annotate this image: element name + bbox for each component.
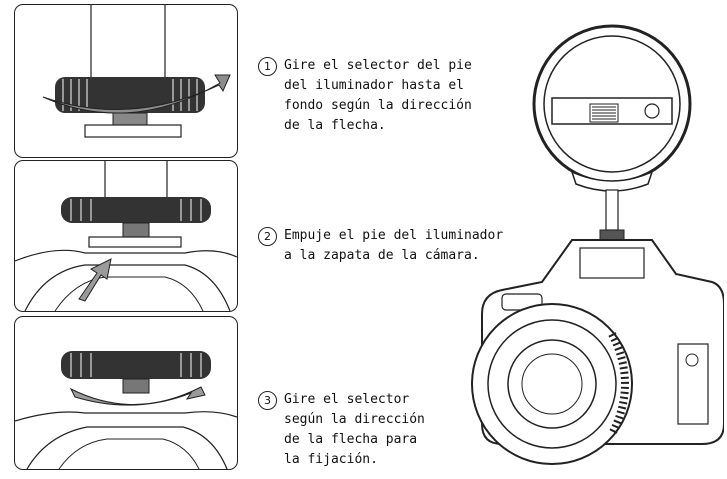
step-text-line: del iluminador hasta el xyxy=(284,78,465,93)
step-text-line: a la zapata de la cámara. xyxy=(284,248,480,263)
rotation-arrow xyxy=(42,74,231,114)
step-number: 3 xyxy=(258,391,277,410)
knob-tighten-illustration xyxy=(15,351,237,469)
push-foot-illustration xyxy=(15,161,237,311)
step-text-line: según la dirección xyxy=(284,412,425,427)
step-text-line: Gire el selector del pie xyxy=(284,58,472,73)
step-2-illustration xyxy=(14,160,238,312)
camera-lens xyxy=(471,303,633,465)
step-text-line: Gire el selector xyxy=(284,392,410,407)
step-3-illustration xyxy=(14,316,238,470)
camera-ring-light-illustration xyxy=(471,24,724,465)
step-number: 2 xyxy=(258,227,277,246)
step-text-line: de la flecha. xyxy=(284,118,386,133)
step-2-instruction: 2 Empuje el pie del iluminador a la zapa… xyxy=(258,226,548,270)
step-text-line: fondo según la dirección xyxy=(284,98,472,113)
step-1-illustration xyxy=(14,4,238,158)
step-text-line: la fijación. xyxy=(284,452,378,467)
step-text-line: de la flecha para xyxy=(284,432,418,447)
knob-rotate-illustration xyxy=(42,5,231,138)
push-arrow xyxy=(78,258,112,302)
step-3-instruction: 3 Gire el selector según la dirección de… xyxy=(258,390,458,476)
step-1-instruction: 1 Gire el selector del pie del iluminado… xyxy=(258,56,528,146)
mount-stem xyxy=(599,189,625,241)
ring-light xyxy=(532,24,692,192)
step-text-line: Empuje el pie del iluminador xyxy=(284,228,504,243)
tighten-arrow xyxy=(69,386,206,406)
step-number: 1 xyxy=(258,57,277,76)
